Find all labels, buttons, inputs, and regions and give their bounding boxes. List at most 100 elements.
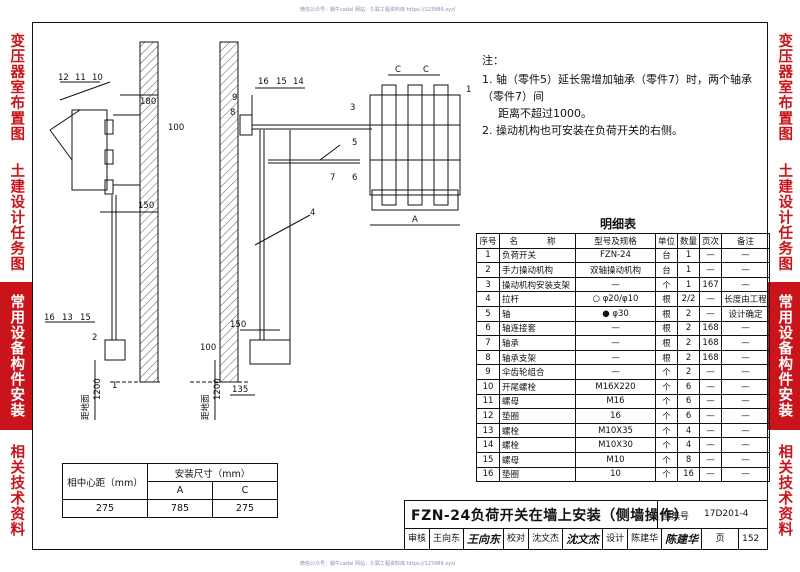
table-cell: — [721,247,771,264]
sidebar-section-tech-docs[interactable]: 相关技术资料 [768,430,800,550]
table-cell: 4 [677,437,701,453]
table-cell: 根 [654,291,679,307]
table-cell: 2 [677,305,701,322]
table-cell: 10 [476,378,500,395]
dim-label: C [423,65,429,75]
callout-label: 10 [92,73,103,83]
table-cell: — [699,364,723,380]
dim-label: 1200 [93,378,103,400]
sidebar-section-civil-design[interactable]: 土建设计任务图 [768,152,800,282]
table-cell: 6 [677,378,701,395]
sidebar-section-tech-docs[interactable]: 相关技术资料 [0,430,32,550]
spec-header: 安装尺寸（mm） [147,463,278,482]
signature-row: 审核 王向东 王向东 校对 沈文杰 沈文杰 设计 陈建华 陈建华 页 152 [405,528,767,550]
table-cell: M16X220 [575,378,656,395]
sidebar-section-equipment-install[interactable]: 常用设备构件安装 [768,282,800,430]
load-switch-side-view [49,81,140,195]
load-switch-front-view [369,84,461,211]
table-cell: 轴承支架 [499,349,576,366]
dim-label: 100 [200,343,216,353]
table-header-row: 序号 名 称 型号及规格 单位 数量 页次 备注 [476,233,771,249]
column-header: 数量 [677,233,701,249]
title-block: FZN-24负荷开关在墙上安装（侧墙操作） 图集号 17D201-4 审核 王向… [404,500,768,550]
table-cell: 根 [654,335,679,351]
table-cell: M10X35 [575,422,656,439]
spec-header: 相中心距（mm） [62,463,148,500]
table-cell: 6 [677,408,701,424]
sidebar-section-transformer-room[interactable]: 变压器室布置图 [0,22,32,152]
check-label: 校对 [504,529,530,550]
title-block-header: 图集号 17D201-4 [657,501,770,528]
table-cell: — [699,247,723,264]
designer-signature: 陈建华 [662,529,703,550]
table-cell: 6 [476,320,500,337]
dim-label: A [412,215,418,225]
table-cell: 168 [699,349,723,366]
note-item-cont: 距离不超过1000。 [498,107,592,120]
table-cell: 台 [654,262,679,278]
table-cell: M10X30 [575,437,656,453]
callout-label: 15 [80,313,91,323]
table-cell: — [575,320,656,337]
callout-label: 13 [62,313,73,323]
table-row: 275 785 275 [62,499,278,518]
table-cell: — [575,276,656,293]
reviewer-signature: 王向东 [464,529,505,550]
page-label: 页 [702,529,740,550]
dim-label: C [395,65,401,75]
callout-label: 3 [350,103,355,113]
watermark-top: 微信公众号：蜗牛cadal 网站：久联工程资料库 https://123986.… [300,7,456,13]
table-cell: 167 [699,276,723,293]
table-cell: 个 [654,408,679,424]
table-cell: — [721,408,771,424]
table-cell: 个 [654,451,679,468]
table-cell: — [721,364,771,380]
table-cell: M16 [575,393,656,410]
operating-mechanism-center [249,339,291,365]
table-cell: — [575,349,656,366]
table-cell: — [721,466,771,483]
callout-label: 11 [75,73,86,83]
table-cell: 11 [476,393,500,410]
table-cell: 10 [575,466,656,483]
table-cell: 拉杆 [499,291,576,307]
table-cell: 8 [677,451,701,468]
callout-label: 12 [58,73,69,83]
table-cell: 2 [476,262,500,278]
sidebar-section-equipment-install[interactable]: 常用设备构件安装 [0,282,32,430]
watermark-bottom: 微信公众号：蜗牛cadal 网站：久联工程资料库 https://123986.… [300,561,456,567]
page-number: 152 [742,534,760,544]
atlas-number: 17D201-4 [704,509,749,519]
spec-cell: 275 [62,499,148,518]
sidebar-section-civil-design[interactable]: 土建设计任务图 [0,152,32,282]
sidebar-section-transformer-room[interactable]: 变压器室布置图 [768,22,800,152]
table-cell: 2 [677,364,701,380]
table-cell: 个 [654,466,679,483]
table-cell: — [699,305,723,322]
callout-label: 4 [310,208,315,218]
table-cell: — [721,349,771,366]
reviewer-name: 王向东 [430,529,465,550]
sidebar-label: 常用设备构件安装 [8,294,25,418]
table-cell: — [699,437,723,453]
table-cell: 16 [677,466,701,483]
sidebar-label: 相关技术资料 [776,443,793,537]
table-cell: 16 [575,408,656,424]
table-cell: — [575,335,656,351]
table-cell: 1 [677,247,701,264]
sidebar-label: 常用设备构件安装 [776,294,793,418]
table-cell: 伞齿轮组合 [499,364,576,380]
column-header: 型号及规格 [575,233,656,249]
table-cell: — [699,291,723,307]
table-cell: 8 [476,349,500,366]
callout-label: 8 [230,108,235,118]
column-header: 称 [527,233,576,249]
table-cell: 14 [476,437,500,453]
table-cell: 负荷开关 [499,247,576,264]
callout-label: 2 [92,333,97,343]
table-cell: — [699,466,723,483]
